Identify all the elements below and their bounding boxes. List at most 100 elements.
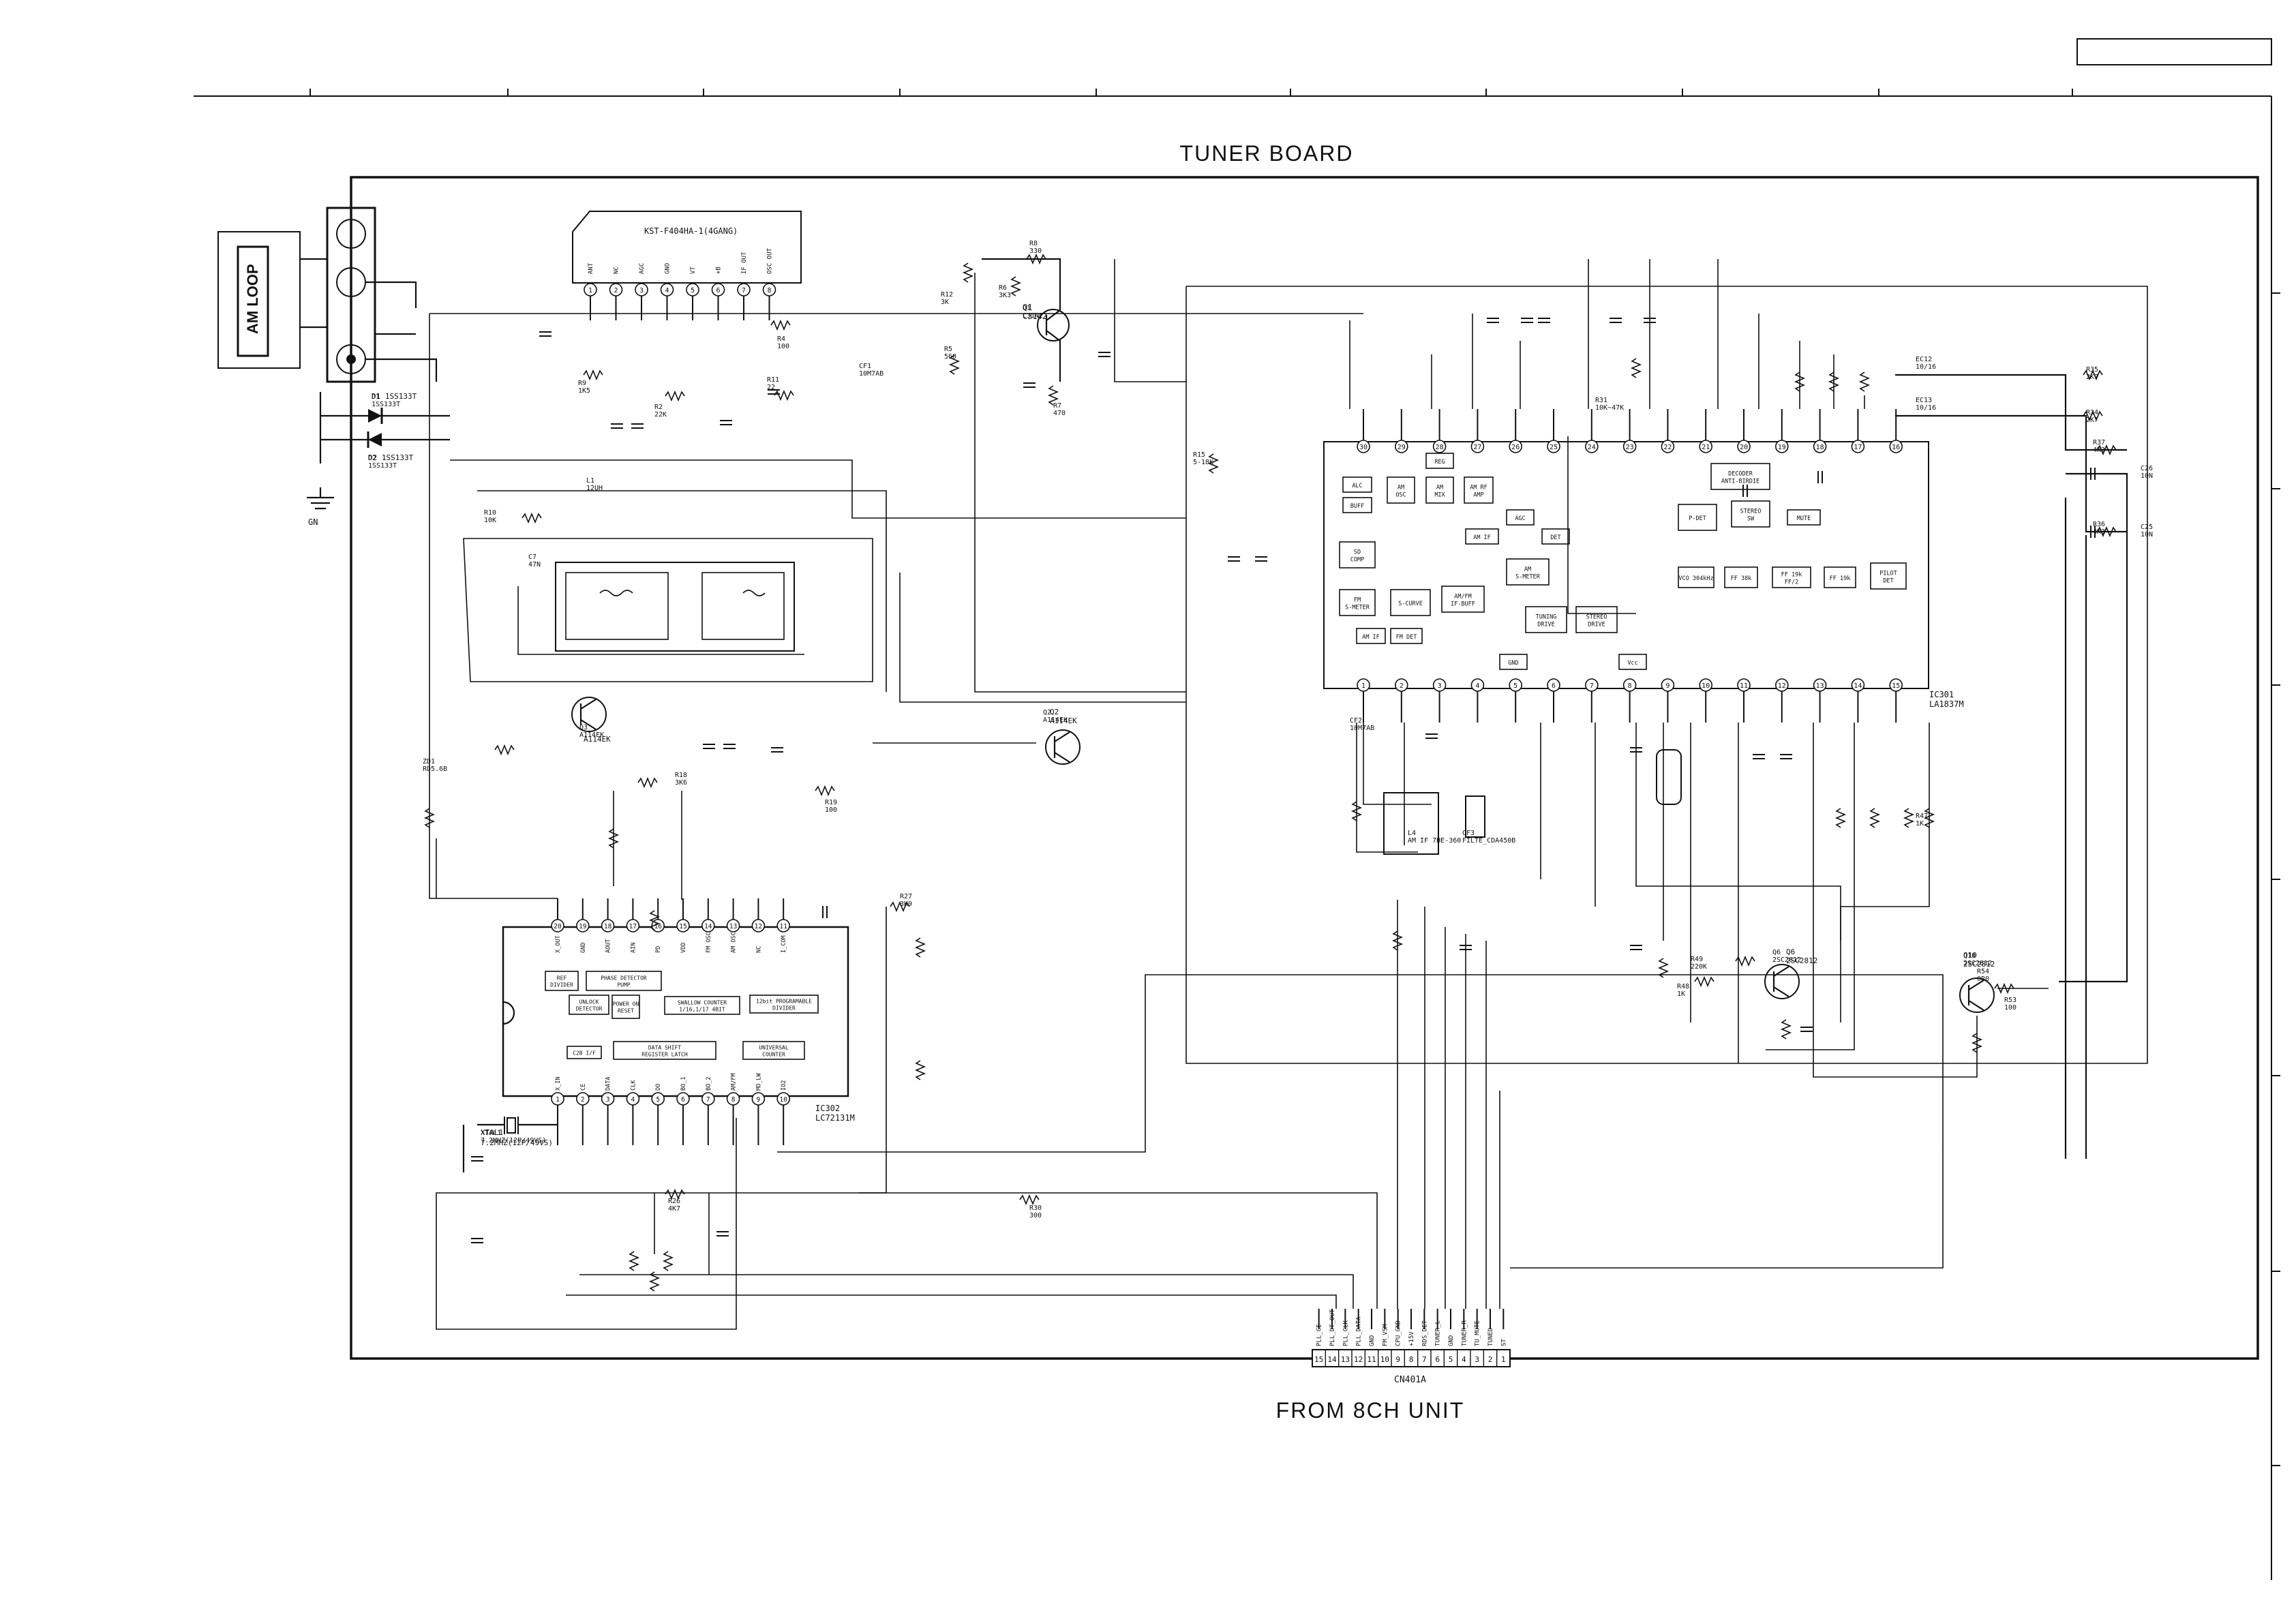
- component-ref: R19: [825, 799, 837, 806]
- ic301-block: [1575, 606, 1618, 633]
- ic301-top-pin-number: 18: [1816, 444, 1824, 451]
- component-ref: ZD1: [423, 758, 435, 765]
- svg-text:Q6: Q6: [1786, 947, 1795, 956]
- component-value: 10K: [484, 517, 496, 524]
- wire: [1766, 723, 1855, 1050]
- resistor-icon: [890, 900, 910, 913]
- ic301-block-label: AM RF: [1470, 485, 1487, 491]
- ic301-bottom-pin-number: 7: [1590, 682, 1594, 690]
- ic301-block-label: DECODER: [1728, 471, 1753, 478]
- ic301-block-label: SD: [1354, 549, 1361, 556]
- ic301-block: [1541, 528, 1570, 545]
- ic302-block-label: DATA SHIFT: [648, 1045, 681, 1051]
- ic301-block-label: S-CURVE: [1398, 601, 1423, 607]
- resistor-icon: [662, 1251, 674, 1271]
- ic301-block: [1710, 463, 1770, 490]
- svg-text:Q2: Q2: [1050, 708, 1059, 716]
- component-ref: Q1: [1023, 305, 1031, 312]
- wire: [654, 1193, 710, 1275]
- ic301-top-pin-number: 24: [1588, 444, 1596, 451]
- ic301-top-pin: [1737, 440, 1751, 453]
- wire: [974, 273, 1186, 693]
- component-ref: D2: [368, 455, 376, 462]
- connector-pin-number: 4: [1462, 1355, 1466, 1364]
- ic301-bottom-pin-number: 10: [1702, 682, 1710, 690]
- wire: [463, 538, 873, 682]
- component-value: A114EK: [1043, 716, 1068, 724]
- frontend-pin-number: 8: [767, 287, 771, 294]
- ic301-block-label: FF 38k: [1731, 575, 1752, 582]
- resistor-icon: [2096, 444, 2117, 456]
- component-ref: R34: [2086, 409, 2098, 416]
- component-value: 560: [944, 353, 956, 361]
- resistor-icon: [2083, 410, 2103, 422]
- ic302-top-pin-signal: PD: [655, 946, 662, 953]
- component-value: 3K: [941, 299, 949, 306]
- component-ref: Q6: [1772, 949, 1781, 956]
- ic301-top-pin: [1661, 440, 1675, 453]
- ic301-block-label: DRIVE: [1537, 622, 1555, 628]
- frontend-part: KST-F404HA-1(4GANG): [644, 226, 738, 236]
- wire: [579, 1274, 1354, 1309]
- connector-pin-signal: TUNER_R: [1461, 1320, 1468, 1346]
- component-value: 22K: [654, 411, 667, 419]
- ic301-block-label: BUFF: [1350, 503, 1364, 510]
- component-value: 2K7: [2086, 416, 2098, 424]
- ic301-block-label: DET: [1550, 534, 1560, 541]
- component-ref: R30: [1029, 1204, 1042, 1212]
- ic301-block: [1441, 586, 1485, 613]
- frontend-pin-signal: +B: [716, 267, 723, 274]
- ic301-block-label: AM: [1436, 485, 1443, 491]
- component-value: 10M7AB: [859, 370, 883, 378]
- resistor-icon: [2096, 526, 2117, 538]
- component-ref: C25: [2141, 524, 2153, 531]
- ic302-block: [569, 995, 609, 1015]
- svg-text:Q10: Q10: [1963, 951, 1977, 960]
- title-block-box: [2076, 38, 2272, 65]
- connector-pin-signal: FM_VSM: [1382, 1324, 1389, 1346]
- component-value: 10N: [2141, 531, 2153, 539]
- component-ref: R48: [1677, 983, 1689, 990]
- ic302-bottom-pins: 1X_IN2CE3DATA4CLK5DO6BO_17BO_28AM/FM9MO_…: [551, 1073, 790, 1145]
- connector-name: CN401A: [1394, 1375, 1426, 1385]
- connector-pin-signal: TUNER_L: [1435, 1320, 1442, 1346]
- ic302-block: [664, 996, 740, 1015]
- ic301-top-pin-number: 30: [1359, 444, 1368, 451]
- ic302-bottom-pin-number: 10: [779, 1096, 787, 1104]
- svg-text:GN: GN: [308, 517, 318, 527]
- ic302-top-pin-number: 19: [579, 923, 587, 930]
- ic302-top-pin-signal: VDD: [680, 943, 687, 953]
- component-ref: Q3: [579, 724, 588, 731]
- ic302-block-label: PUMP: [617, 982, 630, 988]
- resistor-icon: [1994, 982, 2014, 995]
- connector-pin-number: 9: [1395, 1355, 1400, 1364]
- ic302-part: LC72131M: [815, 1113, 855, 1123]
- wire: [450, 459, 1186, 519]
- resistor-icon: [1207, 453, 1220, 474]
- resistor-icon: [962, 262, 974, 283]
- resistor-icon: [583, 369, 603, 381]
- svg-text:XTAL1: XTAL1: [481, 1128, 503, 1137]
- ic302-bottom-pin-signal: DO: [655, 1084, 662, 1091]
- ic301-bottom-pin-number: 4: [1475, 682, 1479, 690]
- ic302-block: [611, 995, 640, 1019]
- component-ref: L4: [1408, 830, 1416, 837]
- connector-cn401a[interactable]: 15PLL_CE14PLL_DT_OUT13PLL_CLK12PLL_DATA1…: [1312, 1309, 1511, 1385]
- ic301-block: [1724, 566, 1758, 588]
- ic301-block-label: FM: [1354, 597, 1361, 604]
- ic301-bottom-pin-number: 5: [1513, 682, 1517, 690]
- ic301-block: [1618, 654, 1647, 670]
- ic301-block-label: AM/FM: [1454, 594, 1472, 601]
- frontend-module: KST-F404HA-1(4GANG) 1ANT2NC3AGC4GND5VT6+…: [572, 211, 802, 320]
- transistor-q2: Q2 A114EK: [1045, 708, 1081, 765]
- transistor-icon: Q1 C3142: [982, 258, 1070, 382]
- frontend-pin-signal: NC: [614, 267, 620, 274]
- connector-pin-number: 15: [1314, 1355, 1323, 1364]
- ic302-block: [567, 1046, 602, 1059]
- am-loop-label: AM LOOP: [244, 264, 261, 334]
